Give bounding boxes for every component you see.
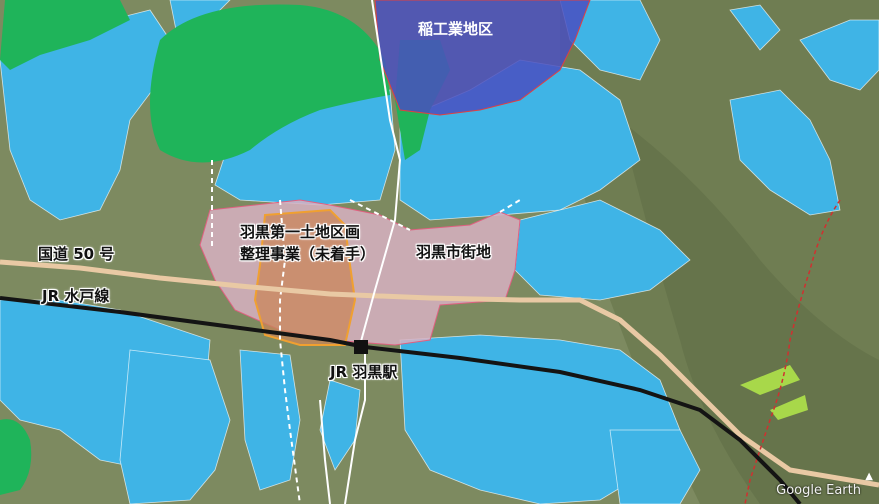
hill-area	[620, 120, 879, 504]
jr-mito-line	[0, 296, 802, 504]
industrial-area	[374, 0, 591, 116]
route-50-road	[0, 259, 879, 488]
city-boundary	[744, 199, 841, 504]
town-area-label: 羽黒市街地	[416, 243, 492, 261]
district-boundaries	[211, 160, 521, 504]
station-marker[interactable]	[354, 340, 368, 354]
map-attribution: Google Earth	[776, 483, 861, 498]
station-label: JR 羽黒駅	[330, 363, 398, 381]
industrial-area-label: 稲工業地区	[418, 20, 494, 38]
local-roads	[319, 0, 402, 504]
railway-label: JR 水戸線	[42, 287, 110, 305]
project-label-line1: 羽黒第一土地区画	[240, 223, 361, 241]
route-50-label: 国道 50 号	[38, 245, 115, 263]
project-label-line2: 整理事業（未着手）	[240, 245, 376, 263]
north-arrow-icon: ▲	[865, 471, 873, 482]
